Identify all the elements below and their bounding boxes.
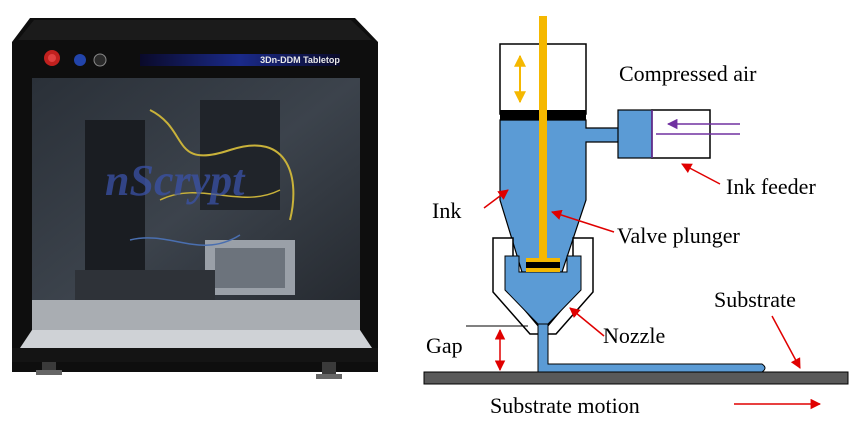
ink-reservoir [499,119,623,273]
substrate-pointer [771,315,801,369]
dispenser-schematic: Compressed air Ink feeder Ink Valve plun… [423,16,849,418]
ink-feeder-block [617,109,653,159]
label-ink-feeder: Ink feeder [726,174,816,199]
label-gap: Gap [426,333,463,358]
printer-logo: nScrypt [105,156,246,205]
printer-photo: 3Dn-DDM Tabletop nScrypt [12,18,378,379]
foot-left [42,362,56,372]
substrate-plate [423,371,849,385]
valve-plunger-rod [539,16,547,262]
control-button-black [93,53,107,67]
nozzle-ink [504,255,582,325]
label-compressed-air: Compressed air [619,61,757,86]
brand-panel-text: 3Dn-DDM Tabletop [260,55,340,65]
brand-panel [140,54,340,66]
foot-right [322,362,336,376]
ink-pointer [483,189,509,209]
label-ink: Ink [432,198,461,223]
label-nozzle: Nozzle [603,323,665,348]
label-valve-plunger: Valve plunger [617,223,740,248]
control-button-blue [74,54,86,66]
label-substrate-motion: Substrate motion [490,393,640,418]
nozzle-pointer [569,307,605,337]
base-tray [32,300,360,330]
valve-plunger-pointer [551,209,615,233]
ink-feeder-pointer [681,163,721,185]
label-substrate: Substrate [714,287,796,312]
